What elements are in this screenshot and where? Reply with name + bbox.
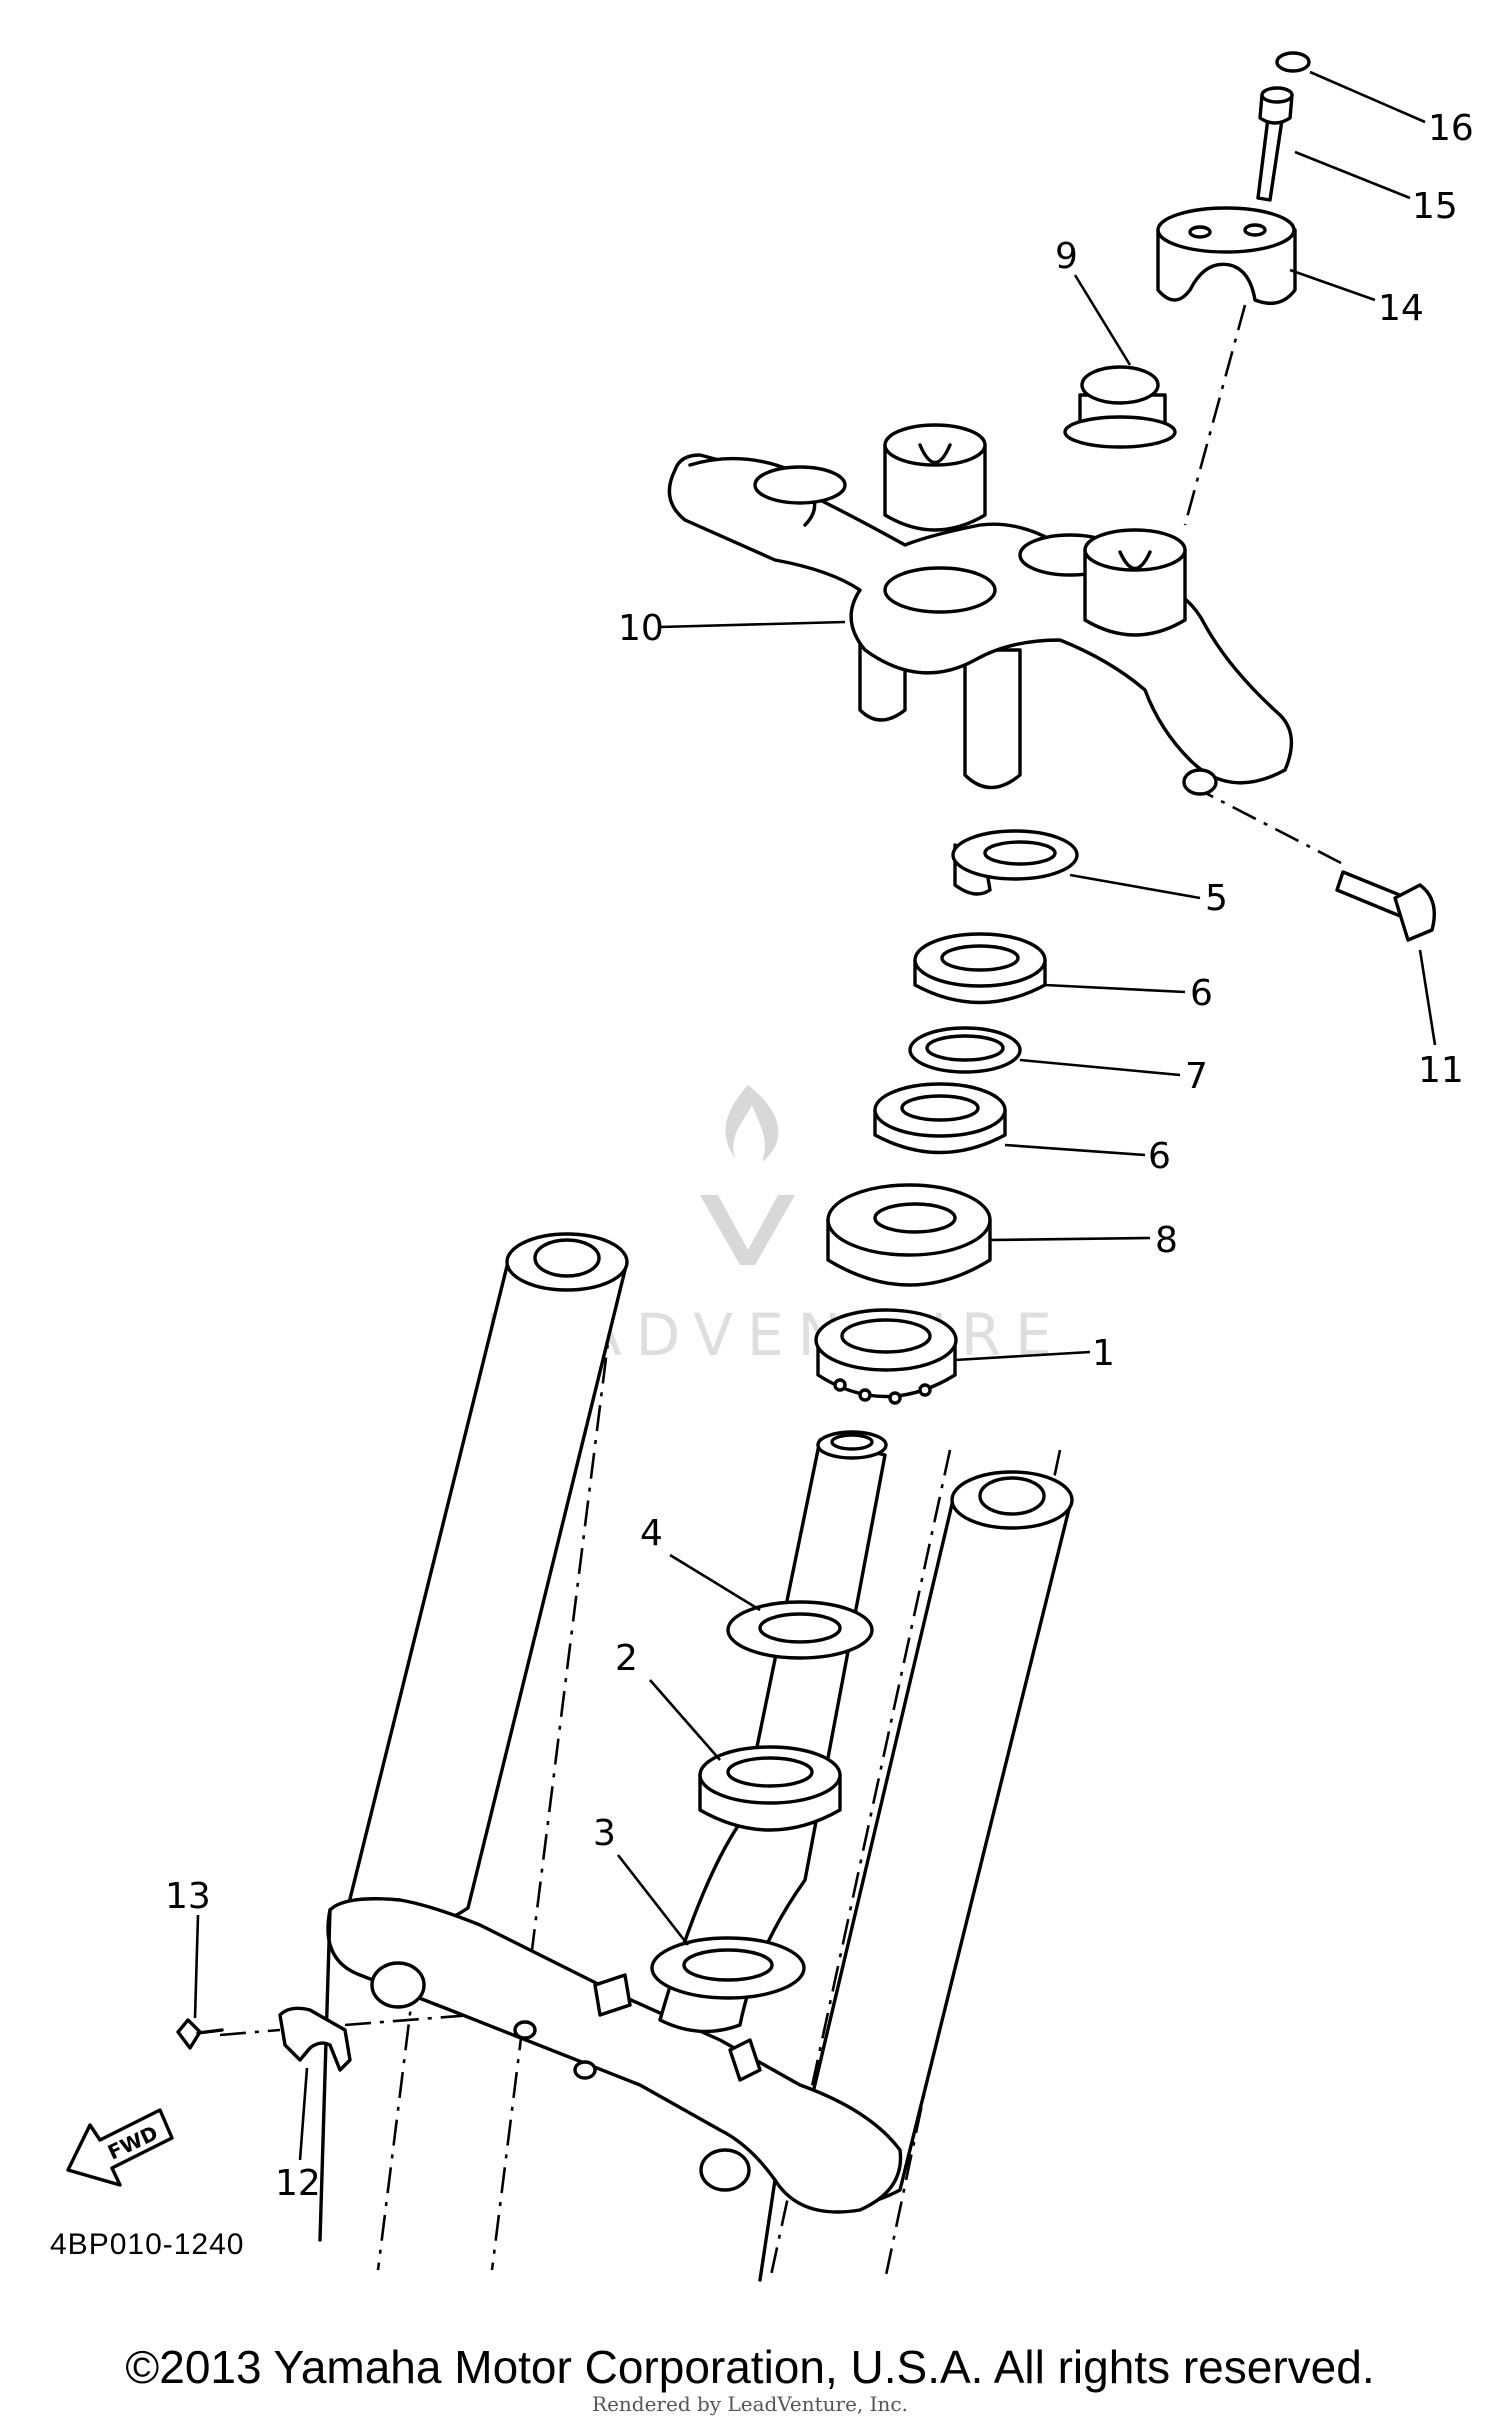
callout-5: 5: [1205, 878, 1228, 919]
callout-14: 14: [1378, 288, 1424, 329]
part-4-washer: [726, 1600, 874, 1660]
part-8-seal: [826, 1183, 992, 1287]
part-6-ring-nut-upper: [913, 932, 1047, 1005]
copyright-notice: ©2013 Yamaha Motor Corporation, U.S.A. A…: [125, 2341, 1375, 2393]
callout-10: 10: [618, 608, 664, 649]
callout-8: 8: [1155, 1220, 1178, 1261]
callout-11: 11: [1418, 1050, 1464, 1091]
diagram-code: 4BP010-1240: [50, 2228, 245, 2261]
part-6-ring-nut-lower: [873, 1082, 1007, 1155]
part-1-ball-race: [814, 1308, 958, 1405]
part-12-clamp: [278, 2006, 352, 2072]
callout-16: 16: [1428, 108, 1474, 149]
part-3-race: [650, 1936, 806, 2000]
callout-12: 12: [275, 2163, 321, 2204]
under-bracket: [318, 1897, 903, 2282]
part-7-lock-washer: [908, 1026, 1022, 1074]
callout-numbers: 1 2 3 4 5 6 6 7 8 9 10 11 12 13 14 15 16: [165, 108, 1474, 2204]
part-9-nut: [1063, 365, 1177, 449]
callout-13: 13: [165, 1876, 211, 1917]
callout-9: 9: [1055, 236, 1078, 277]
callout-3: 3: [593, 1813, 616, 1854]
callout-7: 7: [1185, 1056, 1208, 1097]
part-11-bolt: [1335, 870, 1436, 942]
part-5-washer: [951, 829, 1079, 896]
part-15-bolt: [1256, 86, 1294, 202]
callout-15: 15: [1412, 186, 1458, 227]
callout-1: 1: [1092, 1333, 1115, 1374]
part-13-screw: [176, 2018, 224, 2050]
fwd-arrow-icon: FWD: [66, 2108, 174, 2187]
callout-2: 2: [615, 1638, 638, 1679]
rendered-by-credit: Rendered by LeadVenture, Inc.: [592, 2392, 908, 2416]
callout-6a: 6: [1190, 973, 1213, 1014]
callout-6b: 6: [1148, 1136, 1171, 1177]
part-2-bearing: [698, 1745, 842, 1832]
part-14-holder: [1156, 206, 1297, 305]
part-10-upper-bracket: [667, 423, 1294, 796]
part-16-cap: [1275, 51, 1311, 73]
steering-stem: [658, 1430, 888, 2034]
callout-4: 4: [640, 1513, 663, 1554]
leader-lines: [193, 70, 1437, 2161]
